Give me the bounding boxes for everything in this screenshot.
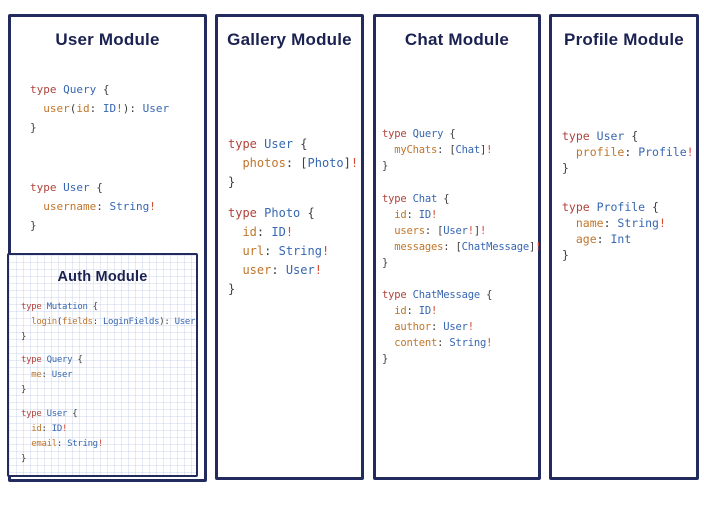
code-line: type ChatMessage { <box>382 289 493 301</box>
code-line: type User { <box>30 181 103 194</box>
code-line: } <box>228 175 236 189</box>
module-title: Profile Module <box>564 30 684 49</box>
code-line: author: User! <box>394 321 474 333</box>
code-line: name: String! <box>575 216 666 230</box>
code-line: type Photo { <box>228 206 315 220</box>
code-line: type Query { <box>30 83 110 96</box>
code-block: type Query { me: User} <box>21 353 83 398</box>
code-line: } <box>562 161 569 175</box>
module-title: Chat Module <box>404 30 510 49</box>
code-line: user: User! <box>242 263 322 277</box>
code-line: me: User <box>31 370 73 380</box>
code-block: type Mutation { login(fields: LoginField… <box>21 300 195 345</box>
code-block: type Chat { id: ID! users: [User!]! mess… <box>382 191 541 271</box>
code-line: type Query { <box>382 128 456 140</box>
code-line: type User { <box>562 129 639 143</box>
code-line: user(id: ID!): User <box>43 102 170 115</box>
module-card-gallery: Gallery Module type User { photos: [Phot… <box>215 14 364 480</box>
code-line: } <box>562 248 569 262</box>
code-line: content: String! <box>394 337 493 349</box>
code-block: type User { id: ID! email: String!} <box>21 407 103 467</box>
code-block: type User { photos: [Photo]!} <box>228 135 358 192</box>
code-line: type Profile { <box>562 200 659 214</box>
code-line: } <box>21 385 27 395</box>
code-line: } <box>30 121 37 134</box>
code-line: messages: [ChatMessage]! <box>394 241 542 253</box>
code-block: type Photo { id: ID! url: String! user: … <box>228 204 329 299</box>
code-line: type Mutation { <box>21 302 98 312</box>
code-line: id: ID! <box>31 424 68 434</box>
code-line: photos: [Photo]! <box>242 156 359 170</box>
code-line: } <box>21 454 27 464</box>
code-block: type Profile { name: String! age: Int} <box>562 199 666 263</box>
code-line: username: String! <box>43 200 156 213</box>
code-line: } <box>382 257 389 269</box>
code-line: id: ID! <box>394 305 438 317</box>
code-block: type User { username: String!} <box>30 178 156 235</box>
code-line: email: String! <box>31 439 103 449</box>
code-block: type User { profile: Profile!} <box>562 128 694 176</box>
code-line: type User { <box>21 409 78 419</box>
module-card-chat: Chat Module type Query { myChats: [Chat]… <box>373 14 541 480</box>
code-line: type Query { <box>21 355 83 365</box>
module-title: Gallery Module <box>227 30 352 49</box>
code-line: id: ID! <box>394 209 438 221</box>
code-line: } <box>30 219 37 232</box>
code-line: age: Int <box>575 232 632 246</box>
code-line: url: String! <box>242 244 330 258</box>
code-line: type User { <box>228 137 308 151</box>
code-line: } <box>382 160 389 172</box>
code-line: users: [User!]! <box>394 225 487 237</box>
code-line: } <box>21 332 27 342</box>
module-title: User Module <box>55 30 160 49</box>
code-line: profile: Profile! <box>575 145 694 159</box>
module-card-profile: Profile Module type User { profile: Prof… <box>549 14 699 480</box>
code-line: type Chat { <box>382 193 450 205</box>
code-line: login(fields: LoginFields): User <box>31 317 196 327</box>
code-block: type ChatMessage { id: ID! author: User!… <box>382 287 492 367</box>
code-line: myChats: [Chat]! <box>394 144 493 156</box>
code-block: type Query { user(id: ID!): User} <box>30 80 169 137</box>
code-block: type Query { myChats: [Chat]!} <box>382 126 492 174</box>
code-line: } <box>228 282 236 296</box>
module-title: Auth Module <box>57 269 148 285</box>
code-line: id: ID! <box>242 225 294 239</box>
module-card-auth: Auth Module type Mutation { login(fields… <box>7 253 198 477</box>
code-line: } <box>382 353 389 365</box>
